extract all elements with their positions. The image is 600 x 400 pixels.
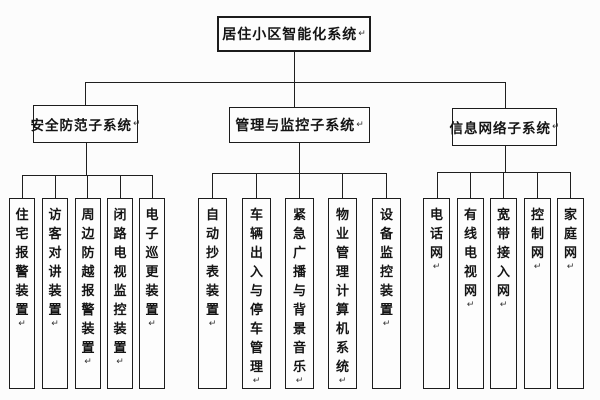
- connector-line: [212, 173, 213, 198]
- return-mark: ↵: [208, 319, 217, 329]
- connector-line: [537, 172, 538, 198]
- leaf-node-property-computer: 物业管理计算机系统↵: [328, 198, 357, 389]
- connector-line: [120, 175, 121, 198]
- leaf-label: 家庭网↵: [563, 208, 577, 272]
- leaf-label: 物业管理计算机系统↵: [335, 208, 349, 386]
- leaf-node-electronic-patrol: 电子巡更装置↵: [139, 198, 165, 389]
- leaf-label: 访客对讲装置↵: [48, 208, 62, 329]
- return-mark: ↵: [295, 376, 304, 386]
- return-mark: ↵: [148, 319, 156, 329]
- connector-line: [470, 172, 471, 198]
- connector-line: [294, 52, 295, 107]
- leaf-label: 周边防越报警装置↵: [81, 208, 95, 367]
- leaf-node-control-network: 控制网↵: [524, 198, 551, 389]
- leaf-label: 有线电视网↵: [463, 208, 477, 310]
- root-node-community-system: 居住小区智能化系统↵: [217, 16, 371, 52]
- leaf-node-meter-reading: 自动抄表装置↵: [198, 198, 227, 389]
- return-mark: ↵: [432, 262, 441, 272]
- subsystem-node-information-network: 信息网络子系统↵: [449, 108, 560, 146]
- connector-line: [299, 173, 300, 198]
- return-mark: ↵: [382, 319, 391, 329]
- leaf-node-home-alarm: 住宅报警装置↵: [9, 198, 35, 389]
- leaf-label: 电话网↵: [429, 208, 443, 272]
- return-mark: ↵: [466, 300, 475, 310]
- connector-line: [86, 143, 87, 175]
- leaf-node-telephone-network: 电话网↵: [423, 198, 450, 389]
- leaf-node-broadcast-music: 紧急广播与背景音乐↵: [285, 198, 314, 389]
- leaf-label: 宽带接入网↵: [496, 208, 510, 310]
- subsystem-label: 安全防范子系统: [30, 118, 132, 134]
- connector-line: [503, 172, 504, 198]
- leaf-node-broadband-network: 宽带接入网↵: [490, 198, 517, 389]
- return-mark: ↵: [116, 357, 124, 367]
- leaf-node-visitor-intercom: 访客对讲装置↵: [42, 198, 68, 389]
- leaf-label: 自动抄表装置↵: [205, 208, 219, 329]
- leaf-node-cable-tv-network: 有线电视网↵: [457, 198, 484, 389]
- leaf-label: 闭路电视监控装置↵: [113, 208, 127, 367]
- return-mark: ↵: [533, 262, 542, 272]
- connector-line: [437, 172, 438, 198]
- leaf-label: 车辆出入与停车管理↵: [249, 208, 263, 386]
- connector-line: [85, 82, 86, 105]
- leaf-node-cctv-monitoring: 闭路电视监控装置↵: [107, 198, 133, 389]
- connector-line: [299, 143, 300, 173]
- return-mark: ↵: [252, 376, 261, 386]
- return-mark: ↵: [356, 120, 364, 130]
- return-mark: ↵: [18, 319, 26, 329]
- subsystem-node-management-monitoring: 管理与监控子系统↵: [229, 107, 370, 143]
- leaf-node-vehicle-parking: 车辆出入与停车管理↵: [242, 198, 271, 389]
- subsystem-node-security: 安全防范子系统↵: [30, 105, 141, 143]
- return-mark: ↵: [499, 300, 508, 310]
- return-mark: ↵: [51, 319, 59, 329]
- leaf-label: 住宅报警装置↵: [15, 208, 29, 329]
- leaf-node-perimeter-alarm: 周边防越报警装置↵: [75, 198, 101, 389]
- connector-line: [386, 173, 387, 198]
- return-mark: ↵: [338, 376, 347, 386]
- connector-line: [437, 172, 571, 173]
- connector-line: [55, 175, 56, 198]
- connector-line: [152, 175, 153, 198]
- leaf-label: 设备监控装置↵: [379, 208, 393, 329]
- connector-line: [505, 82, 506, 108]
- return-mark: ↵: [132, 119, 141, 129]
- connector-line: [256, 173, 257, 198]
- return-mark: ↵: [358, 29, 366, 39]
- leaf-label: 电子巡更装置↵: [145, 208, 159, 329]
- subsystem-label: 管理与监控子系统: [235, 118, 356, 134]
- return-mark: ↵: [566, 262, 575, 272]
- return-mark: ↵: [551, 122, 560, 132]
- connector-line: [85, 82, 506, 83]
- connector-line: [22, 175, 23, 198]
- leaf-label: 控制网↵: [530, 208, 544, 272]
- connector-line: [505, 146, 506, 172]
- return-mark: ↵: [84, 357, 92, 367]
- leaf-node-home-network: 家庭网↵: [557, 198, 584, 389]
- leaf-node-equipment-monitoring: 设备监控装置↵: [372, 198, 401, 389]
- connector-line: [342, 173, 343, 198]
- subsystem-label: 信息网络子系统: [449, 121, 551, 137]
- connector-line: [87, 175, 88, 198]
- root-node-label: 居住小区智能化系统: [222, 27, 358, 43]
- connector-line: [570, 172, 571, 198]
- leaf-label: 紧急广播与背景音乐↵: [292, 208, 306, 386]
